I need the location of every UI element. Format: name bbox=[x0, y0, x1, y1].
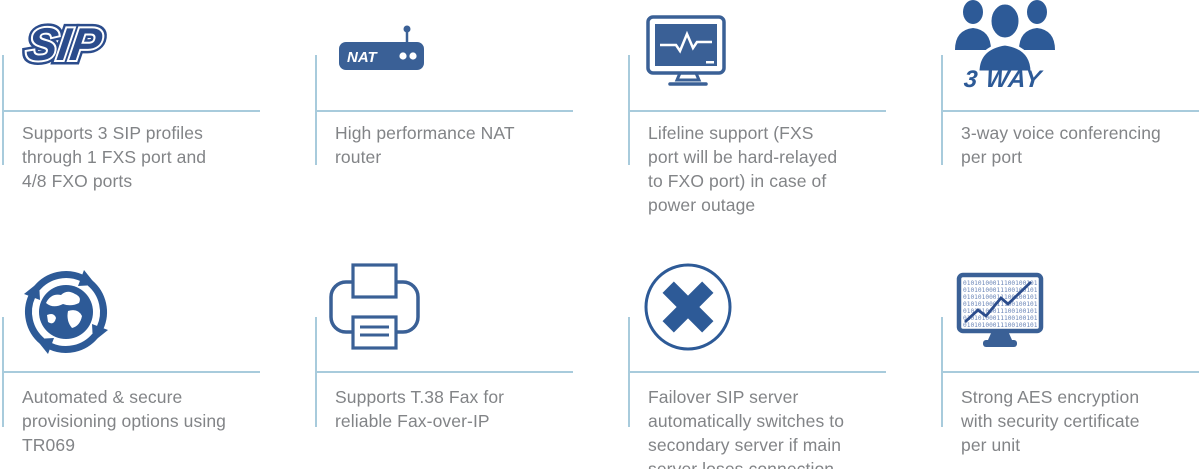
feature-card-sip-profiles: SIP SIP SIP Supports 3 SIP profiles thro… bbox=[2, 0, 264, 234]
divider-horizontal bbox=[2, 110, 260, 112]
monitor-heartbeat-icon bbox=[646, 15, 730, 94]
binary-row: 0101010001110010010101 bbox=[963, 315, 1044, 322]
monitor-neck bbox=[674, 72, 702, 82]
binary-row: 0101010001110010010101 bbox=[963, 301, 1044, 308]
person-body-right bbox=[1019, 28, 1055, 50]
monitor-binary-icon: 0101010001110010010101 01010100011100100… bbox=[956, 272, 1044, 355]
divider-horizontal bbox=[628, 371, 886, 373]
person-head-center bbox=[988, 1, 1022, 41]
antenna-tip bbox=[403, 25, 411, 33]
fax-printer-icon bbox=[328, 262, 422, 357]
binary-row: 0101010001110010010101 bbox=[963, 280, 1044, 287]
monitor-neck bbox=[988, 331, 1012, 340]
feature-description: 3-way voice conferencing per port bbox=[961, 123, 1161, 167]
sip-logo-inline: SIP bbox=[24, 18, 106, 70]
feature-description: High performance NAT router bbox=[335, 123, 515, 167]
divider-horizontal bbox=[941, 371, 1199, 373]
person-body-left bbox=[955, 28, 991, 50]
router-led bbox=[409, 52, 417, 60]
person-body-center bbox=[976, 42, 1034, 74]
x-bar bbox=[662, 281, 714, 333]
feature-card-fax: Supports T.38 Fax for reliable Fax-over-… bbox=[315, 234, 577, 469]
circle-outline bbox=[644, 263, 732, 351]
sip-logo-core: SIP bbox=[24, 18, 106, 70]
feature-card-three-way: 3 WAY 3-way voice conferencing per port bbox=[941, 0, 1200, 234]
divider-horizontal bbox=[315, 110, 573, 112]
three-way-label: 3 WAY bbox=[962, 66, 1044, 93]
printer-tray bbox=[351, 315, 398, 350]
divider-horizontal bbox=[2, 371, 260, 373]
feature-card-provisioning: Automated & secure provisioning options … bbox=[2, 234, 264, 469]
feature-description: Supports 3 SIP profiles through 1 FXS po… bbox=[22, 123, 207, 191]
globe-arrows-icon bbox=[16, 260, 116, 365]
nat-router-icon: NAT bbox=[337, 24, 432, 79]
printer-paper bbox=[351, 263, 398, 299]
divider-horizontal bbox=[941, 110, 1199, 112]
divider-horizontal bbox=[628, 110, 886, 112]
person-head-left bbox=[963, 0, 983, 24]
continent bbox=[46, 291, 80, 307]
screen-detail bbox=[706, 61, 714, 64]
continent bbox=[47, 314, 56, 324]
heartbeat-line bbox=[660, 30, 712, 54]
continent bbox=[67, 310, 82, 328]
monitor-base bbox=[983, 340, 1017, 347]
router-body bbox=[339, 42, 424, 70]
router-led bbox=[399, 52, 407, 60]
sync-arrow-arc bbox=[34, 271, 84, 291]
binary-row: 0101010001110010010101 bbox=[963, 287, 1044, 294]
feature-card-lifeline: Lifeline support (FXS port will be hard-… bbox=[628, 0, 890, 234]
trend-line bbox=[964, 280, 1032, 324]
feature-card-encryption: 0101010001110010010101 01010100011100100… bbox=[941, 234, 1200, 469]
feature-description: Automated & secure provisioning options … bbox=[22, 387, 226, 455]
feature-description: Lifeline support (FXS port will be hard-… bbox=[648, 123, 838, 215]
divider-horizontal bbox=[315, 371, 573, 373]
binary-row: 0101010001110010010101 bbox=[963, 322, 1044, 329]
feature-card-failover: Failover SIP server automatically switch… bbox=[628, 234, 890, 469]
sip-logo-outline: SIP bbox=[24, 18, 106, 70]
feature-description: Strong AES encryption with security cert… bbox=[961, 387, 1140, 455]
x-circle-icon bbox=[642, 261, 734, 358]
feature-description: Supports T.38 Fax for reliable Fax-over-… bbox=[335, 387, 505, 431]
feature-description: Failover SIP server automatically switch… bbox=[648, 387, 845, 469]
person-head-right bbox=[1027, 0, 1047, 24]
feature-card-nat-router: NAT High performance NAT router bbox=[315, 0, 577, 234]
sip-logo-icon: SIP SIP SIP bbox=[19, 10, 140, 83]
nat-label: NAT bbox=[347, 49, 379, 66]
people-group-icon bbox=[952, 0, 1058, 77]
binary-row: 0101010001110010010101 bbox=[963, 308, 1044, 315]
